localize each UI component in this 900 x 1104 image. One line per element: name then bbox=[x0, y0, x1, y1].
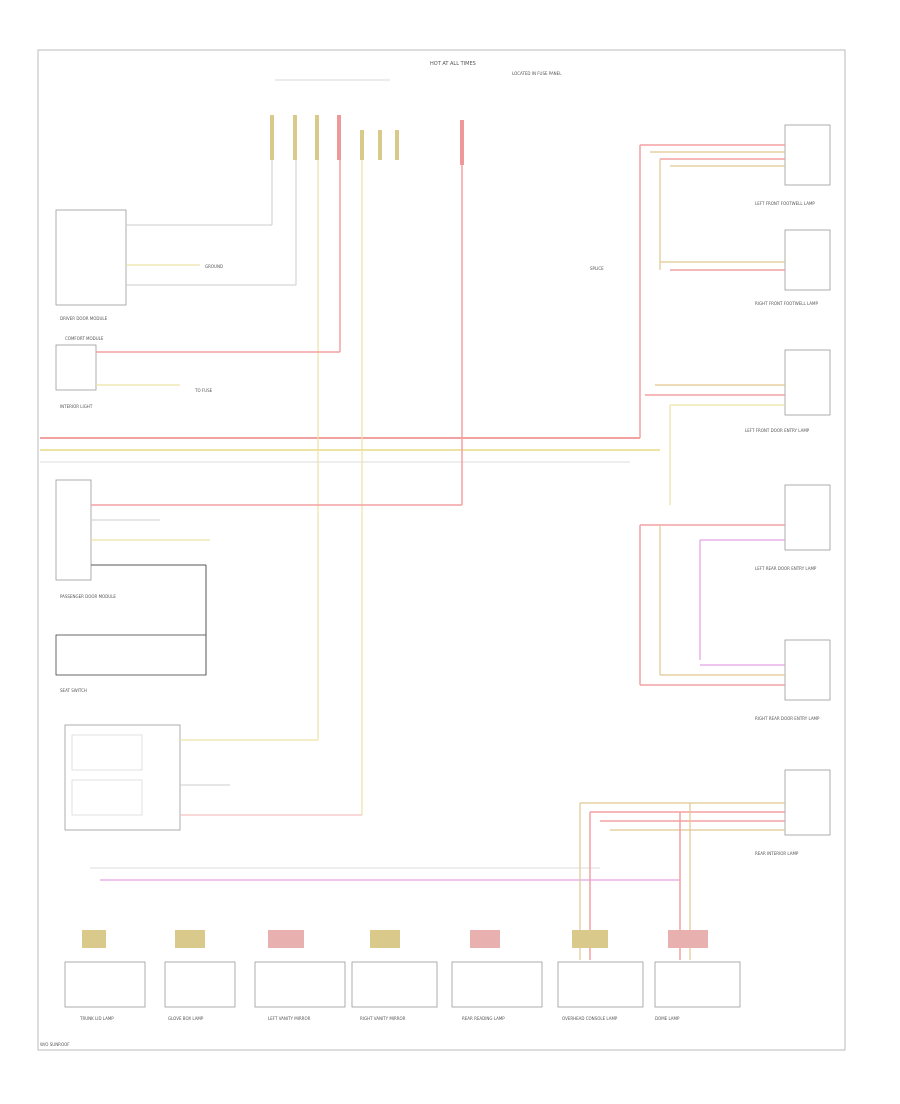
svg-text:DOME LAMP: DOME LAMP bbox=[655, 1016, 680, 1021]
svg-text:SEAT SWITCH: SEAT SWITCH bbox=[60, 688, 87, 693]
svg-text:RIGHT VANITY MIRROR: RIGHT VANITY MIRROR bbox=[360, 1016, 406, 1021]
svg-text:TRUNK LID LAMP: TRUNK LID LAMP bbox=[79, 1016, 114, 1021]
bottom-components: TRUNK LID LAMP GLOVE BOX LAMP LEFT VANIT… bbox=[64, 961, 741, 1021]
right-wire-bundles bbox=[580, 144, 785, 831]
header-fuse-note: LOCATED IN FUSE PANEL bbox=[512, 71, 562, 76]
svg-text:LEFT VANITY MIRROR: LEFT VANITY MIRROR bbox=[268, 1016, 311, 1021]
svg-text:RIGHT REAR DOOR ENTRY LAMP: RIGHT REAR DOOR ENTRY LAMP bbox=[755, 716, 820, 721]
to-fuse-label: TO FUSE bbox=[194, 388, 213, 393]
svg-text:LEFT FRONT DOOR ENTRY LAMP: LEFT FRONT DOOR ENTRY LAMP bbox=[745, 428, 810, 433]
footer-label: W/O SUNROOF bbox=[40, 1042, 70, 1047]
left-module-seat-switch: SEAT SWITCH bbox=[55, 634, 207, 693]
svg-text:DRIVER DOOR MODULE: DRIVER DOOR MODULE bbox=[60, 316, 108, 321]
top-connector-group bbox=[270, 115, 464, 165]
svg-text:PASSENGER DOOR MODULE: PASSENGER DOOR MODULE bbox=[60, 594, 116, 599]
right-components: LEFT FRONT FOOTWELL LAMP RIGHT FRONT FOO… bbox=[745, 124, 831, 856]
lower-left-switches bbox=[64, 724, 181, 831]
svg-text:RIGHT FRONT FOOTWELL LAMP: RIGHT FRONT FOOTWELL LAMP bbox=[755, 301, 818, 306]
comfort-module-label: COMFORT MODULE bbox=[65, 336, 104, 341]
left-module-passenger-door: PASSENGER DOOR MODULE bbox=[55, 479, 116, 599]
svg-text:REAR INTERIOR LAMP: REAR INTERIOR LAMP bbox=[755, 851, 799, 856]
svg-text:GLOVE BOX LAMP: GLOVE BOX LAMP bbox=[168, 1016, 204, 1021]
splice-label: SPLICE bbox=[590, 266, 604, 271]
ground-label: GROUND bbox=[205, 264, 223, 269]
svg-text:LEFT FRONT FOOTWELL LAMP: LEFT FRONT FOOTWELL LAMP bbox=[755, 201, 815, 206]
svg-text:REAR READING LAMP: REAR READING LAMP bbox=[462, 1016, 505, 1021]
diagram-border bbox=[37, 49, 846, 1051]
bottom-connectors bbox=[82, 930, 708, 948]
left-module-driver-door: DRIVER DOOR MODULE bbox=[55, 209, 127, 321]
header-hot-label: HOT AT ALL TIMES bbox=[430, 61, 476, 67]
svg-text:OVERHEAD CONSOLE LAMP: OVERHEAD CONSOLE LAMP bbox=[562, 1016, 618, 1021]
svg-text:INTERIOR LIGHT: INTERIOR LIGHT bbox=[60, 404, 93, 409]
svg-text:LEFT REAR DOOR ENTRY LAMP: LEFT REAR DOOR ENTRY LAMP bbox=[755, 566, 817, 571]
left-module-interior-light: INTERIOR LIGHT bbox=[55, 344, 97, 409]
